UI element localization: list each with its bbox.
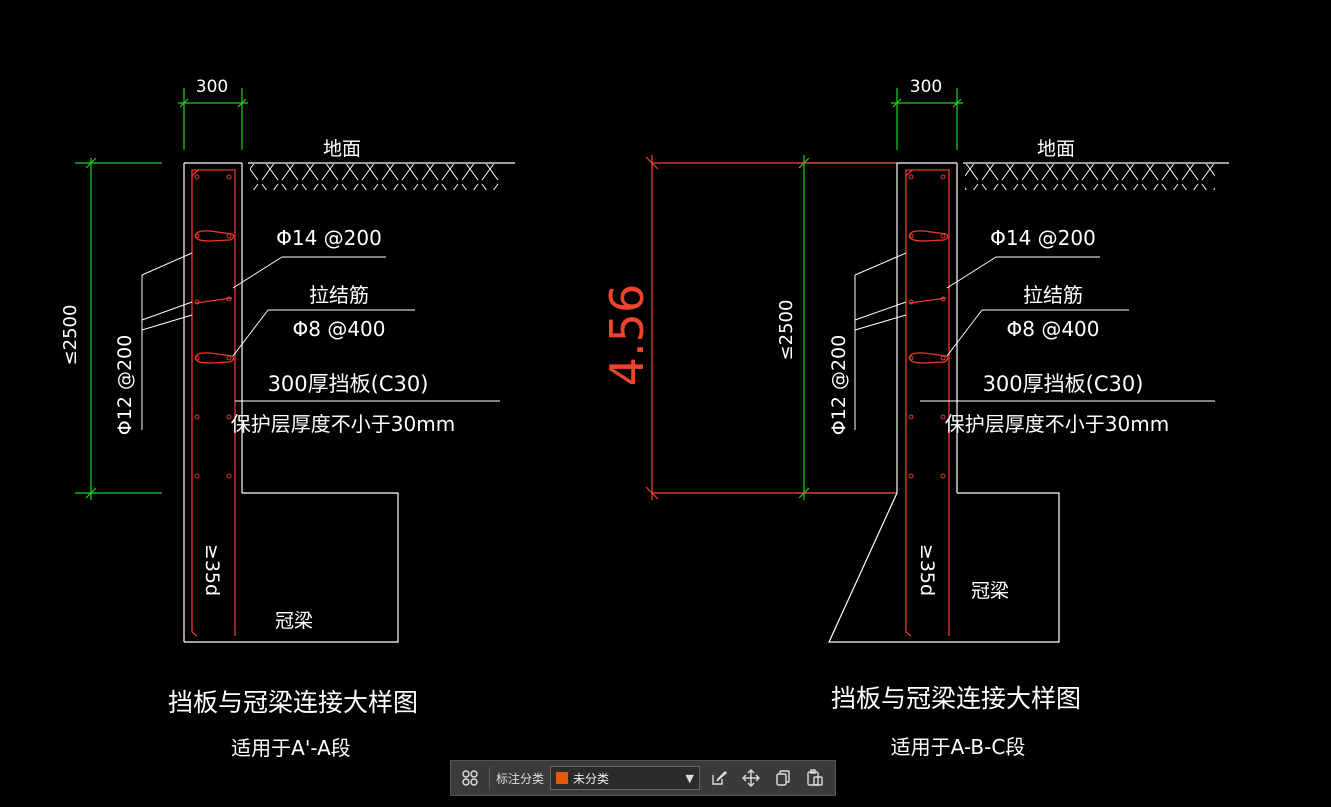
left-leaders [141, 252, 500, 430]
right-rebar-dots [908, 174, 946, 479]
right-subtitle: 适用于A-B-C段 [891, 735, 1026, 759]
measurement-value[interactable]: 4.56 [600, 284, 654, 386]
left-top-dimension [178, 88, 248, 150]
measurement-annotation[interactable] [645, 155, 897, 500]
paste-icon[interactable] [802, 765, 828, 791]
right-anchorage: ≥35d [916, 544, 938, 596]
left-detail: 300 ≤2500 地面 [60, 77, 515, 760]
right-beam-label: 冠梁 [971, 580, 1009, 602]
left-plate-spec: 300厚挡板(C30) [268, 372, 429, 396]
copy-icon[interactable] [770, 765, 796, 791]
right-soil-hatch [965, 164, 1215, 190]
toolbar-divider [489, 767, 490, 789]
edit-icon[interactable] [706, 765, 732, 791]
left-beam-label: 冠梁 [275, 610, 313, 632]
right-plate-spec: 300厚挡板(C30) [983, 372, 1144, 396]
annotation-toolbar: 标注分类 未分类 ▼ [450, 760, 836, 796]
right-tie-bar: 拉结筋 [1023, 283, 1083, 307]
right-cover-spec: 保护层厚度不小于30mm [945, 412, 1169, 436]
left-ground-label: 地面 [323, 138, 361, 160]
left-rebar-side: Φ12 @200 [114, 335, 136, 435]
right-height-dimension [797, 155, 897, 500]
grid-icon[interactable] [457, 765, 483, 791]
right-leaders [854, 252, 1215, 430]
right-outline [828, 162, 1229, 643]
left-rebar-main: Φ14 @200 [276, 226, 382, 250]
left-cover-spec: 保护层厚度不小于30mm [231, 412, 455, 436]
left-title: 挡板与冠梁连接大样图 [168, 688, 418, 717]
right-title: 挡板与冠梁连接大样图 [831, 684, 1081, 713]
category-color-swatch [556, 772, 569, 784]
chevron-down-icon: ▼ [685, 771, 695, 785]
right-rebar-side: Φ12 @200 [828, 335, 850, 435]
left-subtitle: 适用于A'-A段 [231, 736, 351, 760]
right-tie-spacing: Φ8 @400 [1007, 317, 1100, 341]
left-dim-height: ≤2500 [60, 305, 81, 366]
right-rebar-main: Φ14 @200 [990, 226, 1096, 250]
left-rebar-cage [191, 169, 236, 637]
left-rebar-dots [194, 174, 232, 479]
left-dim-width: 300 [196, 77, 228, 97]
category-label: 标注分类 [496, 771, 545, 786]
right-top-dimension [891, 88, 963, 150]
move-icon[interactable] [738, 765, 764, 791]
right-ground-label: 地面 [1037, 138, 1075, 160]
left-tie-bar: 拉结筋 [309, 283, 369, 307]
left-outline [183, 162, 515, 643]
left-height-dimension [75, 157, 162, 500]
right-dim-height: ≤2500 [776, 300, 797, 361]
category-value: 未分类 [573, 771, 610, 786]
right-detail: 300 ≤2500 4.56 地面 [600, 77, 1229, 759]
right-dim-width: 300 [910, 77, 942, 97]
category-dropdown[interactable]: 未分类 ▼ [550, 766, 701, 790]
right-rebar-cage [905, 169, 950, 637]
left-anchorage: ≥35d [201, 544, 223, 596]
left-tie-spacing: Φ8 @400 [293, 317, 386, 341]
left-soil-hatch [250, 164, 500, 190]
